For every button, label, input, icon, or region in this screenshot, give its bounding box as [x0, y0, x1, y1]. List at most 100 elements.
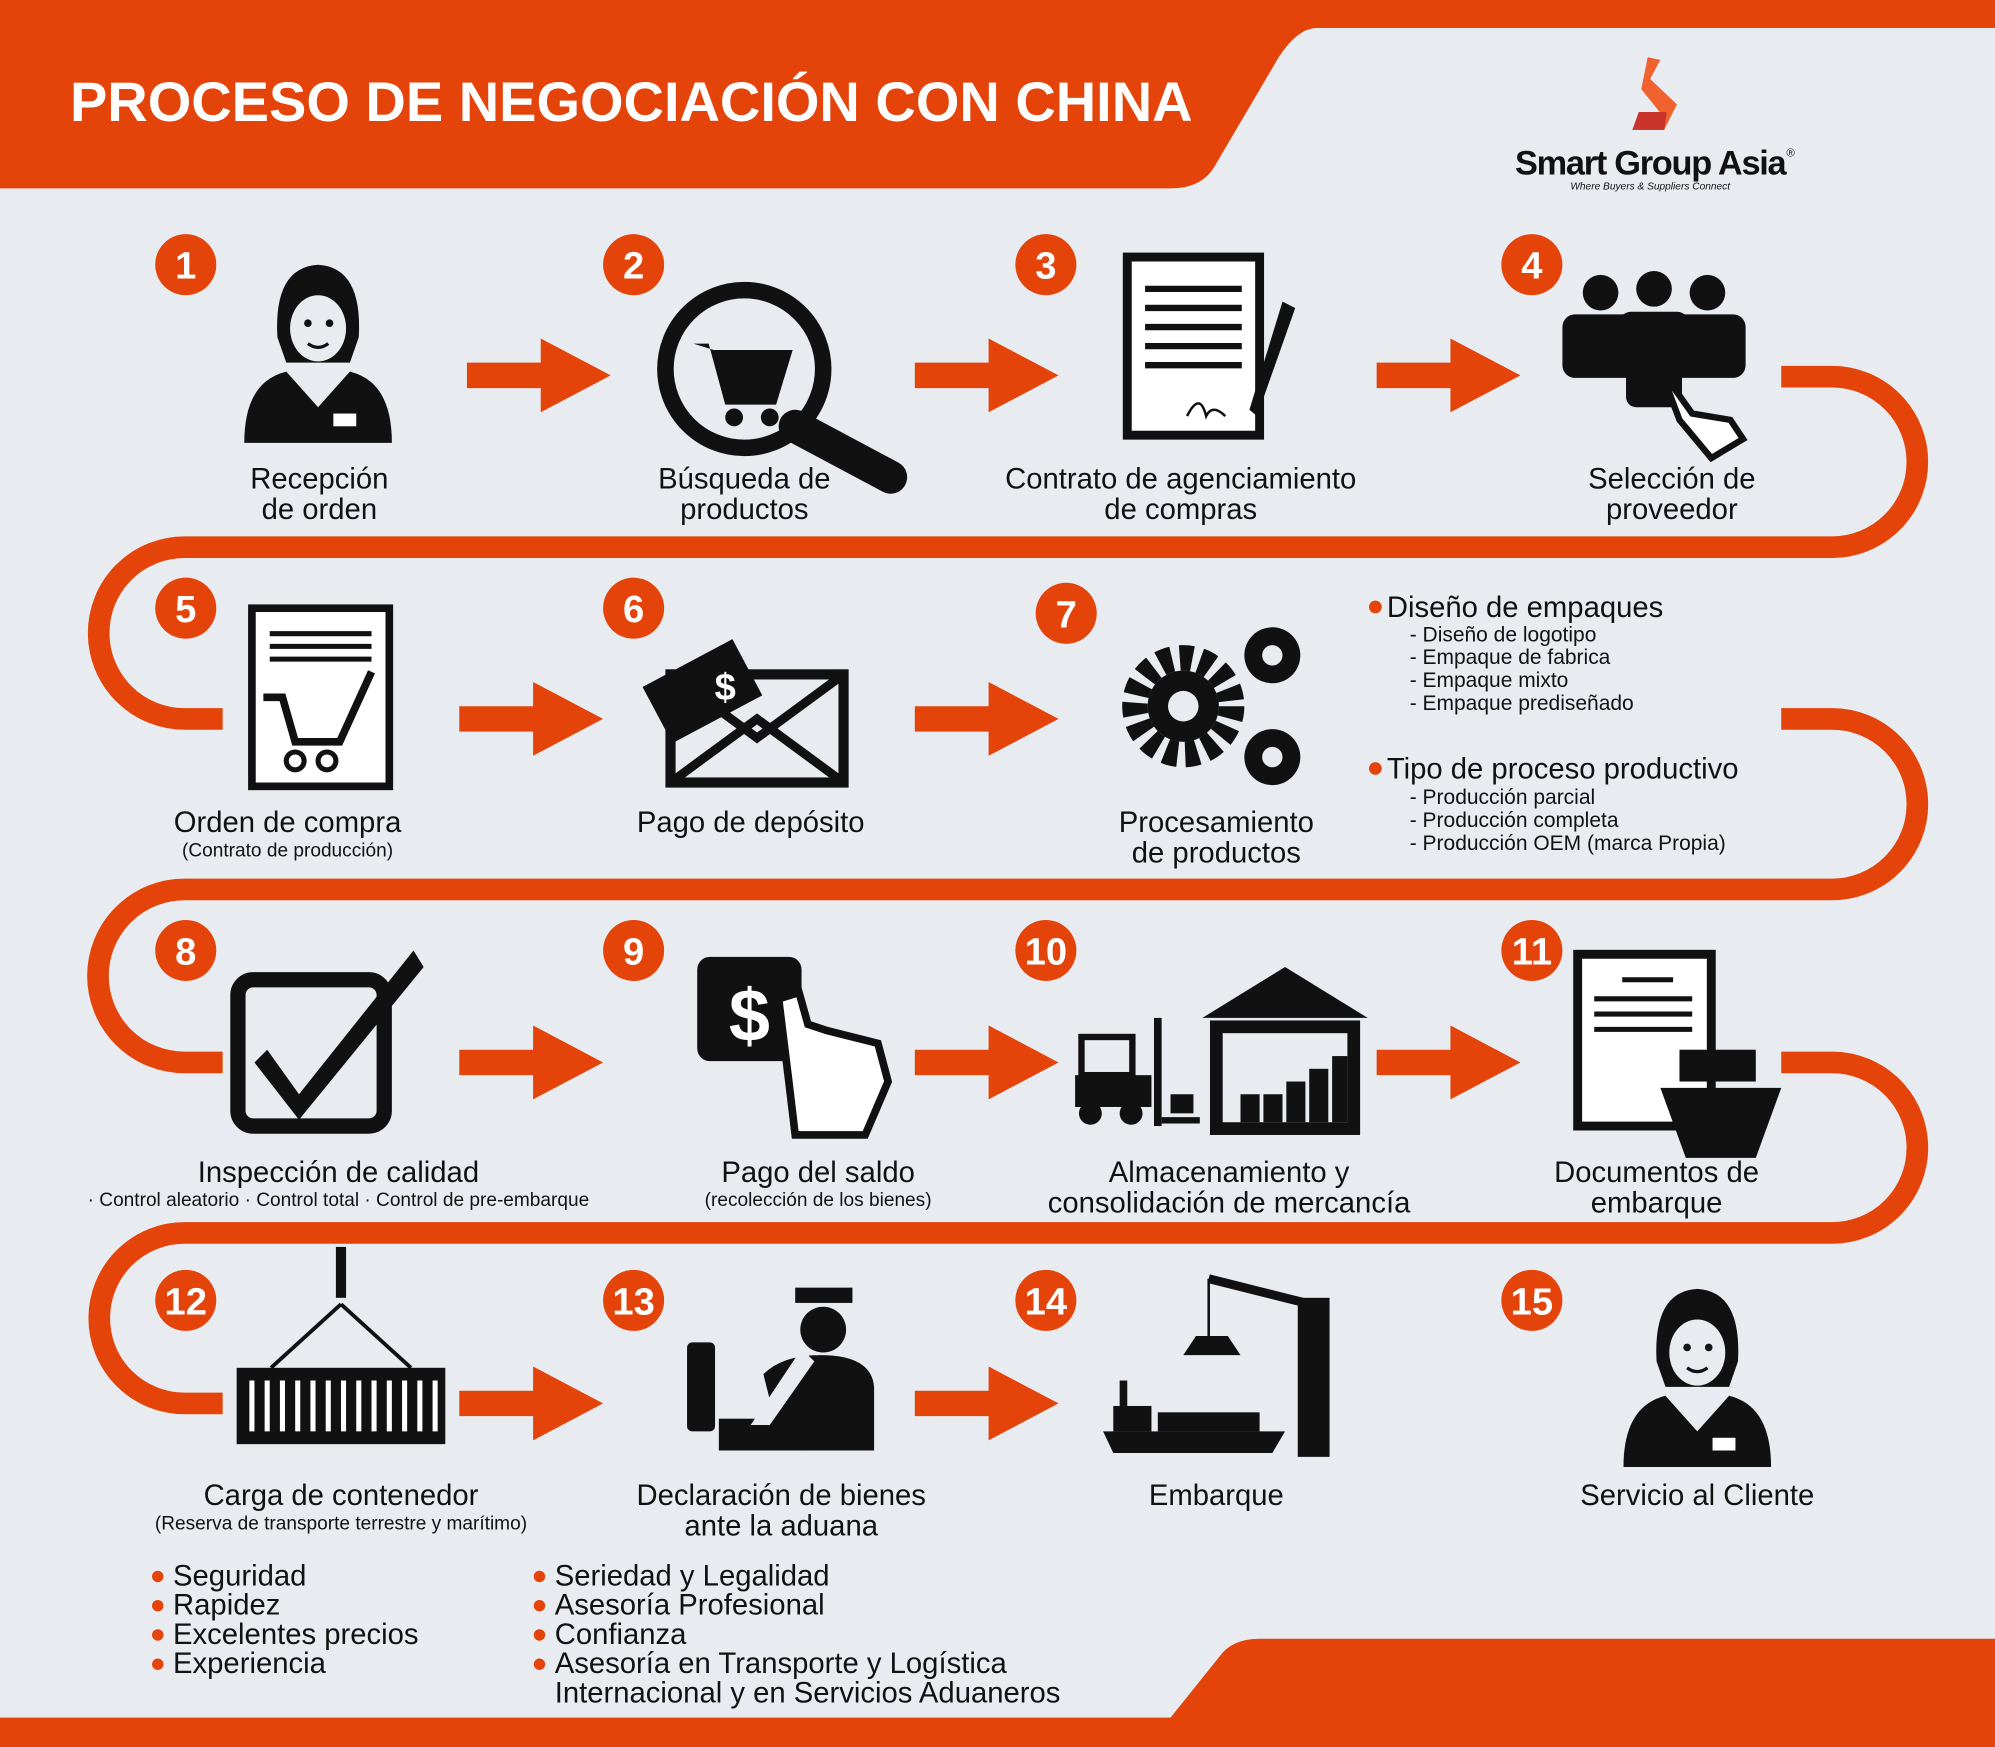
benefit-left: Seguridad	[173, 1560, 306, 1592]
step-label: Embarque	[1149, 1480, 1284, 1512]
deposit-envelope-icon: $	[642, 639, 849, 788]
step-number-badge	[155, 234, 217, 296]
brand-registered: ®	[1786, 148, 1795, 160]
step-note: (Contrato de producción)	[182, 840, 393, 861]
benefit-right: Internacional y en Servicios Aduaneros	[555, 1677, 1061, 1709]
arrow-3	[1376, 338, 1521, 413]
step-label: proveedor	[1606, 494, 1738, 526]
step-number: 4	[1521, 245, 1543, 288]
brand-logo: Smart Group Asia ® Where Buyers & Suppli…	[1515, 57, 1795, 193]
step-label: Servicio al Cliente	[1580, 1480, 1814, 1512]
detail-item: - Empaque prediseñado	[1410, 692, 1634, 715]
step-number: 3	[1035, 245, 1056, 288]
step-label: Pago del saldo	[721, 1157, 915, 1189]
bullet-icon	[1369, 600, 1382, 614]
step-number-badge	[155, 919, 217, 982]
step-note: (Reserva de transporte terrestre y marít…	[155, 1513, 527, 1534]
warehouse-icon	[1075, 967, 1368, 1135]
benefit-right: Asesoría en Transporte y Logística	[555, 1648, 1008, 1680]
bullet-icon	[152, 1570, 164, 1583]
step-icons: $ $	[230, 252, 1782, 1468]
arrow-7	[914, 1025, 1059, 1100]
brand-name: Smart Group Asia	[1515, 144, 1788, 182]
step-note: · Control aleatorio · Control total · Co…	[88, 1190, 590, 1211]
step-number: 5	[175, 588, 196, 631]
step-label: Inspección de calidad	[198, 1157, 479, 1189]
purchase-order-icon	[248, 604, 394, 791]
arrow-10	[914, 1366, 1059, 1441]
detail-item: - Empaque mixto	[1410, 669, 1569, 692]
step-label: Pago de depósito	[637, 807, 865, 839]
bullet-icon	[152, 1658, 164, 1670]
benefit-left: Experiencia	[173, 1648, 327, 1680]
step-number: 12	[165, 1280, 207, 1323]
step-label: Recepción	[250, 464, 388, 496]
step-label: Declaración de bienes	[636, 1480, 925, 1512]
payment-hand-icon: $	[697, 956, 893, 1139]
step-label: productos	[680, 494, 808, 526]
step-number: 14	[1025, 1280, 1068, 1323]
processing-details: Diseño de empaques- Diseño de logotipo - …	[1369, 592, 1739, 855]
step-number: 13	[612, 1280, 654, 1323]
benefit-left: Rapidez	[173, 1590, 280, 1622]
detail-item: - Producción OEM (marca Propia)	[1410, 832, 1726, 855]
track-row3-to-row4	[88, 1051, 1929, 1415]
customs-officer-icon	[687, 1287, 875, 1451]
step-number: 7	[1056, 593, 1077, 636]
step-number-badge	[1501, 234, 1563, 296]
benefit-left: Excelentes precios	[173, 1619, 418, 1651]
header-banner	[0, 0, 1995, 189]
step-number-badge	[1035, 582, 1097, 644]
contract-icon	[1122, 252, 1296, 440]
arrow-9	[459, 1366, 604, 1441]
footer-banner	[0, 1638, 1995, 1747]
logo-mark-icon	[1632, 57, 1677, 130]
step-number-badge	[1501, 919, 1563, 982]
operator-icon	[244, 264, 392, 443]
step-label: consolidación de mercancía	[1048, 1188, 1411, 1220]
step-number-badge	[603, 577, 665, 639]
arrow-6	[459, 1025, 604, 1100]
arrow-1	[466, 338, 611, 413]
step-label: Documentos de	[1554, 1157, 1759, 1189]
checkbox-icon	[230, 950, 424, 1134]
step-number-badge	[603, 234, 665, 296]
bullet-icon	[533, 1658, 546, 1670]
step-label: Procesamiento	[1119, 807, 1314, 839]
benefit-right: Confianza	[555, 1619, 687, 1651]
page-title: PROCESO DE NEGOCIACIÓN CON CHINA	[70, 70, 1193, 133]
step-number: 8	[175, 930, 196, 973]
step-number-badge	[155, 1269, 217, 1331]
bullet-icon	[152, 1629, 164, 1641]
step-number-badge	[603, 919, 665, 982]
detail-heading: Diseño de empaques	[1387, 592, 1663, 624]
step-number: 1	[175, 245, 196, 288]
track-row1-to-row2	[87, 365, 1929, 730]
step-number: 11	[1512, 930, 1552, 973]
detail-heading: Tipo de proceso productivo	[1387, 754, 1739, 786]
benefit-right: Seriedad y Legalidad	[555, 1560, 830, 1592]
bullet-icon	[533, 1570, 546, 1583]
shipping-documents-icon	[1573, 949, 1782, 1158]
arrow-2	[914, 338, 1059, 413]
step-label: Contrato de agenciamiento	[1005, 464, 1356, 496]
detail-item: - Diseño de logotipo	[1410, 623, 1597, 646]
step-label: Búsqueda de	[658, 464, 830, 496]
step-label: Selección de	[1588, 464, 1756, 496]
step-label: Carga de contenedor	[204, 1480, 479, 1512]
arrow-4	[459, 682, 604, 756]
step-label: de productos	[1132, 838, 1301, 870]
select-supplier-icon	[1562, 271, 1748, 463]
